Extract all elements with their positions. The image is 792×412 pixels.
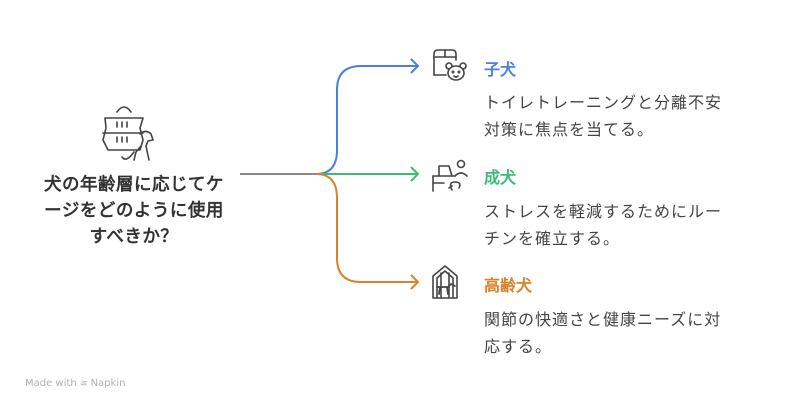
root-title-line: すべきか？ (89, 227, 179, 247)
senior-description: 関節の快適さと健康ニーズに対 応する。 (484, 306, 721, 360)
adult-description-line: チンを確立する。 (484, 229, 621, 248)
person-at-desk-with-dog-icon (432, 159, 468, 192)
puppy-description-line: トイレトレーニングと分離不安 (484, 93, 723, 112)
senior-title: 高齢犬 (484, 276, 533, 295)
puppy-arrowhead (410, 58, 420, 74)
napkin-logo-icon: ≋ (78, 379, 89, 389)
senior-description-line: 応する。 (484, 337, 553, 356)
adult-description: ストレスを軽減するためにルー チンを確立する。 (484, 198, 722, 252)
napkin-watermark[interactable]: Made with ≋ Napkin (25, 378, 125, 389)
adult-description-line: ストレスを軽減するためにルー (484, 202, 723, 221)
senior-description-line: 関節の快適さと健康ニーズに対 (484, 310, 722, 329)
puppy-description-line: 対策に焦点を当てる。 (484, 120, 655, 139)
puppy-description: トイレトレーニングと分離不安 対策に焦点を当てる。 (484, 89, 722, 143)
adult-title: 成犬 (484, 168, 517, 187)
pet-carrier-with-dog-icon (102, 106, 154, 161)
dog-house-icon (432, 265, 458, 299)
crate-with-puppy-icon (433, 49, 467, 81)
root-title-line: 犬の年齢層に応じてケ (44, 175, 224, 195)
watermark-prefix: Made with (25, 378, 77, 389)
puppy-title: 子犬 (484, 60, 517, 79)
senior-connector (315, 173, 418, 283)
senior-arrowhead (410, 274, 420, 290)
watermark-brand: Napkin (90, 378, 126, 389)
puppy-connector (315, 65, 418, 175)
root-title-line: ージをどのように使用 (44, 201, 224, 221)
adult-arrowhead (410, 166, 420, 182)
root-title: 犬の年齢層に応じてケ ージをどのように使用 すべきか？ (18, 172, 250, 250)
